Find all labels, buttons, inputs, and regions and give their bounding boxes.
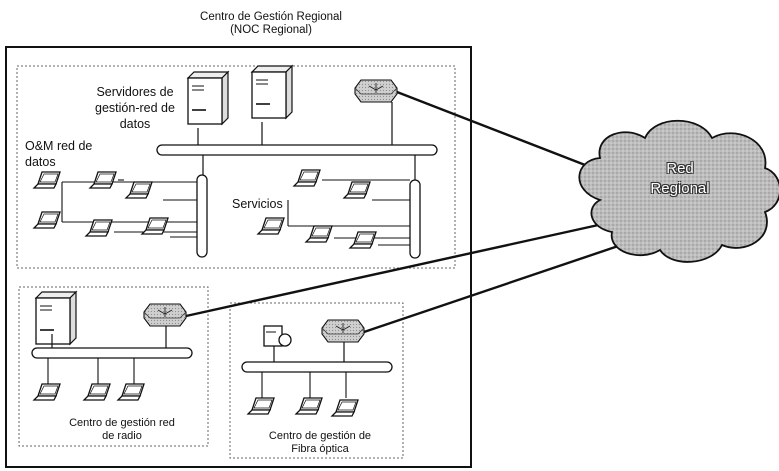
laptop-fiber-2 xyxy=(295,397,323,415)
cloud-label-line1: Red xyxy=(666,160,694,177)
radio-router xyxy=(143,303,187,327)
laptop-radio-2 xyxy=(83,383,111,401)
mgmt-server-2 xyxy=(251,65,293,119)
laptop-svc-4 xyxy=(305,225,333,243)
laptop-svc-1 xyxy=(293,169,321,187)
laptop-om-4 xyxy=(33,211,61,229)
laptop-om-1 xyxy=(33,171,61,189)
wan-link-radio xyxy=(185,220,613,318)
om-vertical-bus xyxy=(196,174,208,258)
radio-bus xyxy=(31,347,193,359)
top-backbone-bus xyxy=(156,144,438,156)
fiber-mgmt-device xyxy=(263,325,292,347)
radio-zone xyxy=(18,286,209,447)
services-vertical-bus xyxy=(409,179,421,259)
laptop-radio-3 xyxy=(117,383,145,401)
servers-label: Servidores de gestión-red de datos xyxy=(95,85,175,131)
radio-server xyxy=(35,291,77,345)
laptop-fiber-3 xyxy=(331,399,359,417)
laptop-radio-1 xyxy=(33,383,61,401)
mgmt-server-1 xyxy=(187,71,229,125)
noc-outer-frame xyxy=(5,46,472,468)
laptop-svc-3 xyxy=(257,217,285,235)
wan-link-core xyxy=(396,90,599,172)
cloud-label-line2: Regional xyxy=(650,180,710,197)
noc-title-line2: (NOC Regional) xyxy=(230,24,312,36)
om-label: O&M red de datos xyxy=(25,139,93,169)
fiber-bus xyxy=(241,361,393,373)
wan-link-fiber xyxy=(363,238,637,334)
laptop-om-2 xyxy=(89,171,117,189)
core-router xyxy=(354,79,398,103)
noc-title-line1: Centro de Gestión Regional xyxy=(200,11,342,23)
laptop-svc-2 xyxy=(343,181,371,199)
regional-network-cloud xyxy=(578,119,779,263)
laptop-svc-5 xyxy=(349,231,377,249)
services-label: Servicios xyxy=(232,197,283,211)
laptop-om-3 xyxy=(125,181,153,199)
fiber-router xyxy=(321,319,365,343)
radio-center-label: Centro de gestión red de radio xyxy=(69,417,175,442)
fiber-center-label: Centro de gestión de Fibra óptica xyxy=(268,430,372,455)
laptop-fiber-1 xyxy=(247,397,275,415)
